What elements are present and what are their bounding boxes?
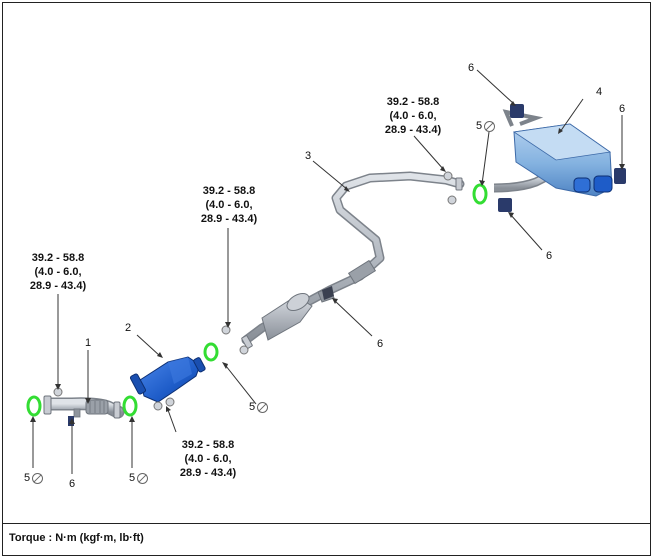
callout-5-label: 5 (24, 472, 31, 484)
flex-section (347, 259, 377, 285)
hanger (510, 104, 524, 118)
center-pipe (241, 171, 465, 349)
torque-kgfm: (4.0 - 6.0, (389, 110, 437, 122)
leader-arrowheads (30, 101, 625, 424)
nut (53, 171, 457, 411)
callout-5-label: 5 (476, 120, 483, 132)
callout-5-front: 5 (24, 472, 44, 484)
torque-value: 39.2 - 58.8 (31, 252, 85, 264)
hanger (614, 168, 626, 184)
torque-value: 39.2 - 58.8 (386, 96, 440, 108)
callout-1: 1 (85, 337, 92, 349)
callout-2: 2 (125, 322, 132, 334)
hanger (498, 198, 512, 212)
torque-lbft: 28.9 - 43.4) (179, 467, 237, 479)
gasket (203, 342, 219, 362)
callout-3: 3 (305, 150, 312, 162)
torque-spec-rear: 39.2 - 58.8 (4.0 - 6.0, 28.9 - 43.4) (377, 95, 449, 137)
hanger (322, 286, 334, 300)
callout-6-center: 6 (377, 338, 384, 350)
callout-5-label: 5 (129, 472, 136, 484)
callout-5-converter: 5 (249, 401, 269, 413)
torque-unit-legend: Torque : N·m (kgf·m, lb·ft) (9, 532, 144, 544)
callout-6-rear-left: 6 (468, 62, 475, 74)
callout-6-front: 6 (69, 478, 76, 490)
rear-muffler (493, 109, 613, 197)
callout-5-label: 5 (249, 401, 256, 413)
torque-value: 39.2 - 58.8 (181, 439, 235, 451)
torque-lbft: 28.9 - 43.4) (29, 280, 87, 292)
torque-spec-front: 39.2 - 58.8 (4.0 - 6.0, 28.9 - 43.4) (22, 251, 94, 293)
no-reuse-icon (484, 120, 496, 132)
gasket (472, 183, 488, 205)
callout-6-rear-right: 6 (619, 103, 626, 115)
gasket (122, 395, 138, 417)
no-reuse-icon (257, 401, 269, 413)
torque-lbft: 28.9 - 43.4) (200, 213, 258, 225)
torque-kgfm: (4.0 - 6.0, (34, 266, 82, 278)
catalytic-converter (129, 356, 206, 403)
gasket (26, 395, 42, 417)
torque-spec-converter: 39.2 - 58.8 (4.0 - 6.0, 28.9 - 43.4) (172, 438, 244, 480)
torque-kgfm: (4.0 - 6.0, (205, 199, 253, 211)
callout-5-rear: 5 (476, 120, 496, 132)
torque-spec-center: 39.2 - 58.8 (4.0 - 6.0, 28.9 - 43.4) (193, 184, 265, 226)
torque-kgfm: (4.0 - 6.0, (184, 453, 232, 465)
no-reuse-icon (32, 472, 44, 484)
torque-value: 39.2 - 58.8 (202, 185, 256, 197)
callout-4: 4 (596, 86, 603, 98)
legend-divider (3, 523, 650, 524)
leader-lines (32, 69, 623, 474)
no-reuse-icon (137, 472, 149, 484)
torque-lbft: 28.9 - 43.4) (384, 124, 442, 136)
callout-6-rear-bottom: 6 (546, 250, 553, 262)
callout-5-mid: 5 (129, 472, 149, 484)
front-pipe (43, 395, 125, 419)
